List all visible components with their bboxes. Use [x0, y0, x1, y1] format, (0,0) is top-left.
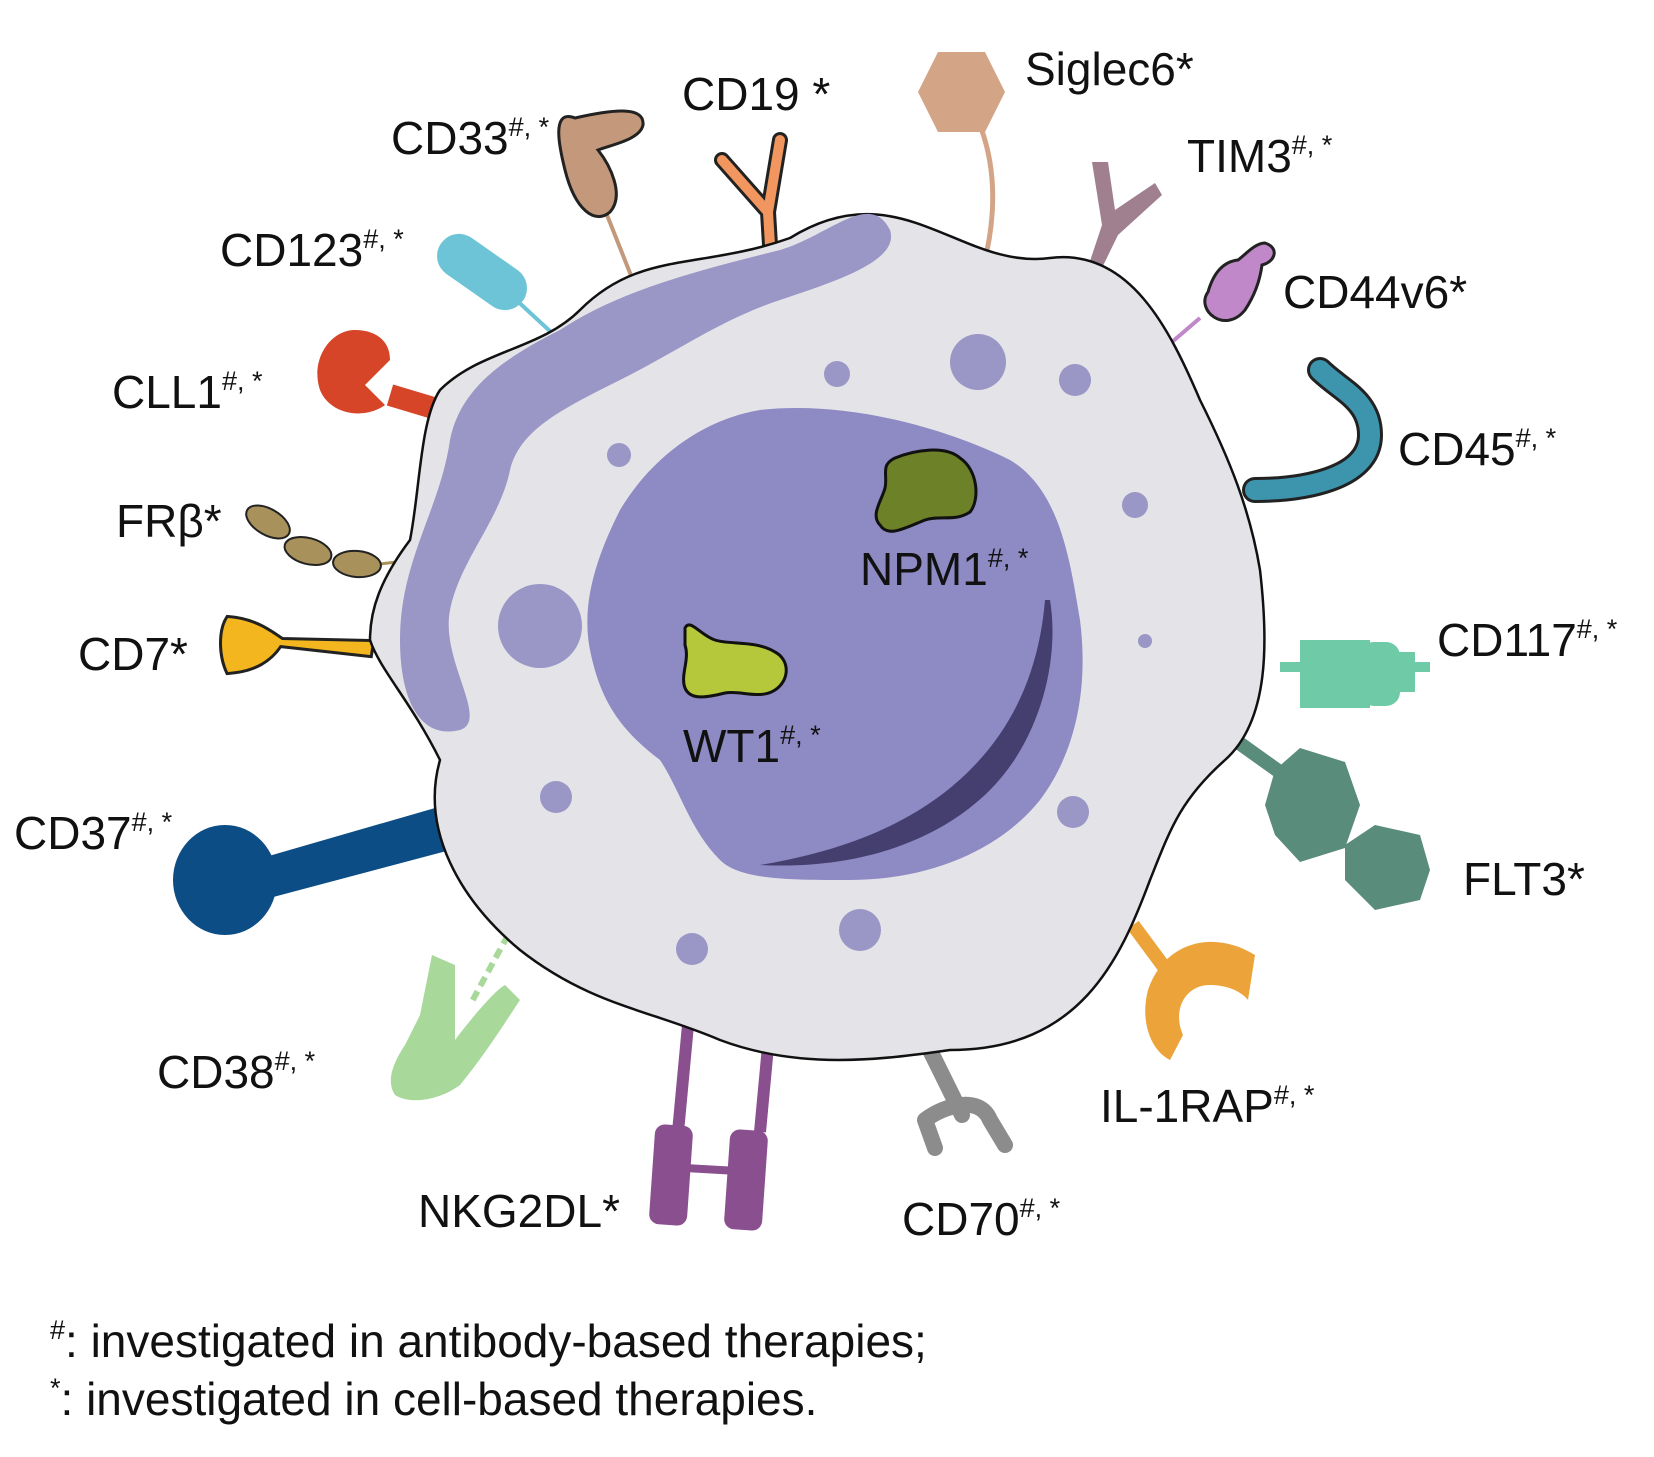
cd117-receptor [1280, 640, 1430, 708]
npm1-blob [874, 448, 978, 533]
cytoplasm-band [400, 213, 892, 732]
nkg2dl-receptor [649, 1024, 776, 1231]
label-cd38: CD38#, * [157, 1046, 316, 1098]
cd37-receptor [173, 795, 488, 935]
nucleus-crescent [760, 600, 1053, 866]
cd123-receptor [437, 233, 567, 347]
label-tim3: TIM3#, * [1187, 130, 1333, 182]
tim3-receptor [1087, 162, 1162, 272]
label-cd123: CD123#, * [220, 224, 404, 276]
label-cd117: CD117#, * [1437, 614, 1618, 666]
label-cd37: CD37#, * [14, 807, 173, 859]
nucleus [587, 408, 1083, 880]
cll1-receptor [317, 330, 444, 421]
label-cll1: CLL1#, * [112, 366, 263, 418]
label-frb: FRβ* [116, 495, 222, 547]
legend: #: investigated in antibody-based therap… [50, 1315, 927, 1425]
cd38-receptor [390, 932, 520, 1101]
label-nkg2dl: NKG2DL* [418, 1185, 620, 1237]
cd19-receptor [714, 132, 788, 253]
label-cd33: CD33#, * [391, 112, 550, 164]
cd33-receptor [557, 109, 645, 279]
cd45-receptor [1242, 357, 1384, 503]
label-cd44v6: CD44v6* [1283, 266, 1467, 318]
cd44v6-receptor [1163, 241, 1276, 350]
label-flt3: FLT3* [1463, 853, 1585, 905]
legend-line-cell: *: investigated in cell-based therapies. [50, 1373, 817, 1425]
vesicles [498, 334, 1152, 965]
flt3-receptor [1230, 734, 1430, 910]
cd7-receptor [219, 614, 376, 676]
label-cd7: CD7* [78, 628, 188, 680]
label-cd45: CD45#, * [1398, 423, 1557, 475]
label-cd19: CD19 * [682, 68, 830, 120]
label-siglec6: Siglec6* [1025, 43, 1194, 95]
label-wt1: WT1#, * [683, 720, 821, 772]
label-il1rap: IL-1RAP#, * [1100, 1080, 1315, 1132]
label-npm1: NPM1#, * [860, 543, 1029, 595]
il1rap-receptor [1127, 920, 1255, 1060]
legend-line-antibody: #: investigated in antibody-based therap… [50, 1315, 927, 1367]
cell-body [368, 212, 1266, 1062]
label-cd70: CD70#, * [902, 1193, 1061, 1245]
wt1-blob [682, 623, 788, 699]
frb-receptor [245, 504, 431, 579]
